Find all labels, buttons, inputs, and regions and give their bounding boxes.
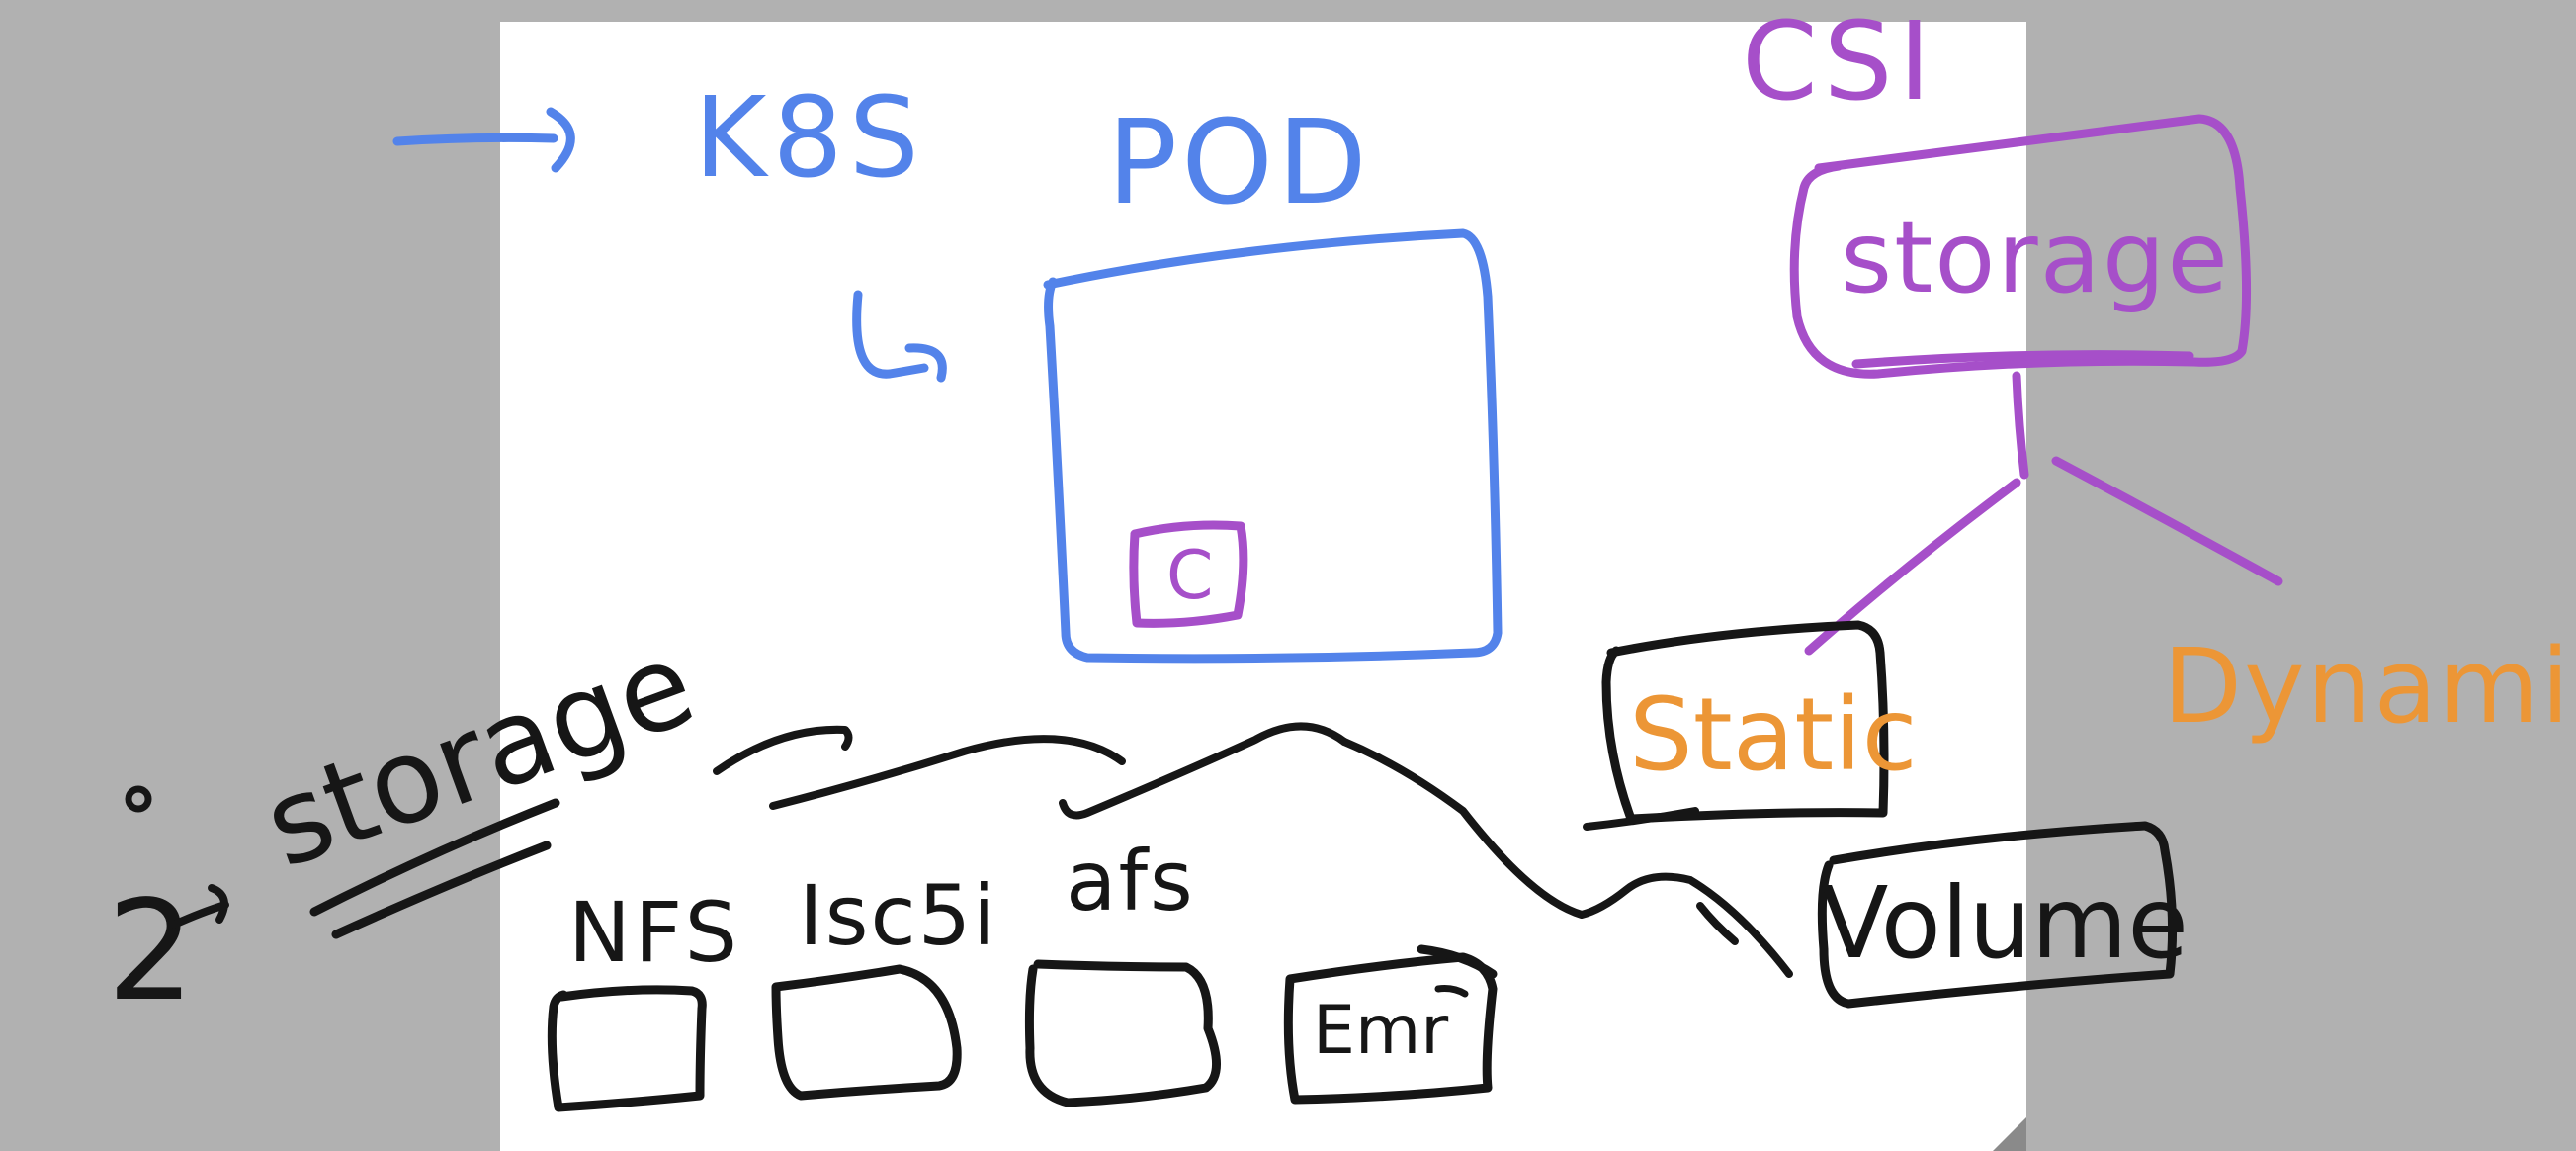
marker-dot bbox=[125, 785, 152, 813]
emr-box bbox=[1283, 952, 1498, 1105]
static-box bbox=[1601, 620, 1889, 824]
emr-box-flap bbox=[1417, 944, 1498, 979]
nfs-box bbox=[547, 985, 707, 1112]
left-arrow bbox=[170, 884, 229, 929]
storage-top-label: storage bbox=[1841, 200, 2230, 315]
volume-label: Volume bbox=[1821, 865, 2189, 981]
storage-box bbox=[1789, 114, 2252, 379]
page-corner-fold bbox=[1993, 1117, 2026, 1151]
connector-arcs bbox=[713, 722, 1793, 978]
return-arrow bbox=[852, 290, 947, 383]
k8s-arrow bbox=[392, 107, 575, 173]
nfs-label: NFS bbox=[568, 884, 741, 981]
csi-label: CSI bbox=[1742, 0, 1936, 125]
number-marker: 2 bbox=[107, 871, 195, 1032]
iscsi-label: Isc5i bbox=[799, 867, 998, 964]
volume-box bbox=[1817, 821, 2178, 1009]
emr-label: Emr bbox=[1313, 992, 1448, 1070]
static-label: Static bbox=[1629, 676, 1918, 794]
pod-box bbox=[1043, 228, 1503, 664]
afs-label: afs bbox=[1066, 833, 1195, 930]
afs-box bbox=[1024, 959, 1221, 1107]
k8s-label: K8S bbox=[694, 74, 925, 203]
dynamic-label: Dynamic bbox=[2163, 626, 2576, 747]
iscsi-box bbox=[771, 964, 962, 1101]
storage-boxes bbox=[547, 944, 1498, 1112]
storage-underline bbox=[1851, 350, 2194, 369]
whiteboard-page bbox=[500, 22, 2026, 1151]
static-box-foot bbox=[1583, 807, 1699, 831]
container-label: C bbox=[1166, 537, 1213, 615]
emr-dash bbox=[1434, 985, 1469, 998]
pod-label: POD bbox=[1107, 94, 1371, 230]
container-box bbox=[1129, 520, 1248, 628]
storage-left-underline bbox=[309, 798, 560, 939]
